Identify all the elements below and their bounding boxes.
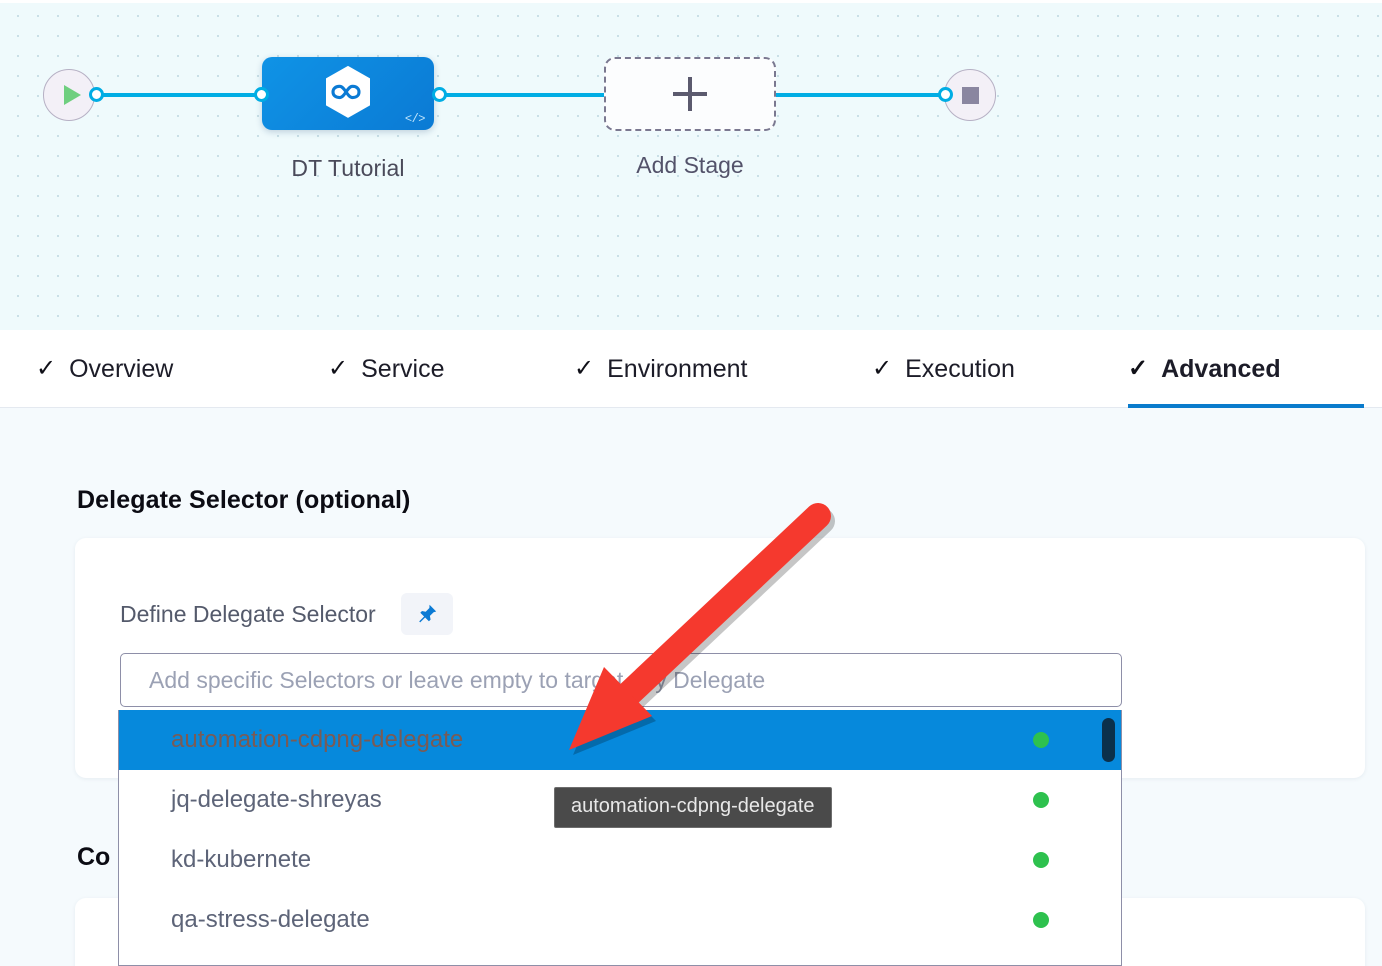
delegate-tooltip: automation-cdpng-delegate [554,787,832,828]
delegate-selector-heading: Delegate Selector (optional) [77,486,411,514]
tab-execution-label: Execution [905,354,1015,383]
port-end-in[interactable] [938,87,953,102]
tab-service[interactable]: ✓ Service [328,330,488,408]
check-icon: ✓ [872,355,893,382]
dropdown-option-label: jq-delegate-shreyas [171,786,382,813]
tab-advanced[interactable]: ✓ Advanced [1128,330,1364,409]
stage-config-tabbar: ✓ Overview ✓ Service ✓ Environment ✓ Exe… [0,330,1382,409]
port-start-out[interactable] [89,87,104,102]
dropdown-option-label: kd-kubernete [171,846,312,873]
port-stage-out[interactable] [432,87,447,102]
stage-node-dt-tutorial[interactable]: </> [262,57,434,130]
connector-start-to-stage [96,93,268,97]
port-stage-in[interactable] [254,87,269,102]
dropdown-option-label: qa-stress-delegate [171,906,370,933]
status-dot-icon [1033,852,1049,868]
pushpin-glyph [418,604,436,623]
tab-service-label: Service [361,354,445,383]
dropdown-option-label: automation-cdpng-delegate [171,726,464,753]
tab-advanced-label: Advanced [1161,354,1281,383]
dropdown-option-jq-delegate-shreyas[interactable]: jq-delegate-shreyas [119,770,1121,830]
check-icon: ✓ [1128,355,1149,382]
stop-icon [961,86,979,104]
delegate-selector-input[interactable]: Add specific Selectors or leave empty to… [120,653,1122,707]
tab-overview[interactable]: ✓ Overview [36,330,222,408]
dropdown-scrollbar-thumb[interactable] [1102,718,1115,762]
connector-stage-to-addstage [432,93,614,97]
check-icon: ✓ [328,355,349,382]
pushpin-icon[interactable] [400,593,453,635]
connector-addstage-to-end [770,93,950,97]
define-delegate-selector-row: Define Delegate Selector [120,593,453,635]
tab-environment-label: Environment [607,354,748,383]
define-delegate-selector-label: Define Delegate Selector [120,600,376,627]
tab-overview-label: Overview [69,354,174,383]
delegate-selector-dropdown[interactable]: automation-cdpng-delegate jq-delegate-sh… [118,710,1122,966]
stage-node-label: DT Tutorial [291,155,405,181]
code-angle-brackets-icon: </> [404,112,426,126]
advanced-tab-panel: Delegate Selector (optional) Co Define D… [0,408,1382,966]
status-dot-icon [1033,732,1049,748]
status-dot-icon [1033,792,1049,808]
secondary-section-heading: Co [77,843,111,871]
add-stage-label: Add Stage [636,152,744,178]
tab-environment[interactable]: ✓ Environment [574,330,798,408]
harness-hexagon-infinity-icon [326,65,370,118]
status-dot-icon [1033,912,1049,928]
dropdown-option-kd-kubernete[interactable]: kd-kubernete [119,830,1121,890]
pipeline-canvas[interactable]: </> DT Tutorial Add Stage [0,0,1382,330]
plus-icon [673,77,707,111]
check-icon: ✓ [574,355,595,382]
play-icon [63,85,81,105]
add-stage-button[interactable] [604,57,776,131]
tab-execution[interactable]: ✓ Execution [872,330,1062,408]
canvas-top-edge [0,0,1382,3]
dropdown-option-automation-cdpng-delegate[interactable]: automation-cdpng-delegate [119,710,1121,770]
check-icon: ✓ [36,355,57,382]
dropdown-option-qa-stress-delegate[interactable]: qa-stress-delegate [119,890,1121,950]
pipeline-start-node[interactable] [43,69,95,121]
